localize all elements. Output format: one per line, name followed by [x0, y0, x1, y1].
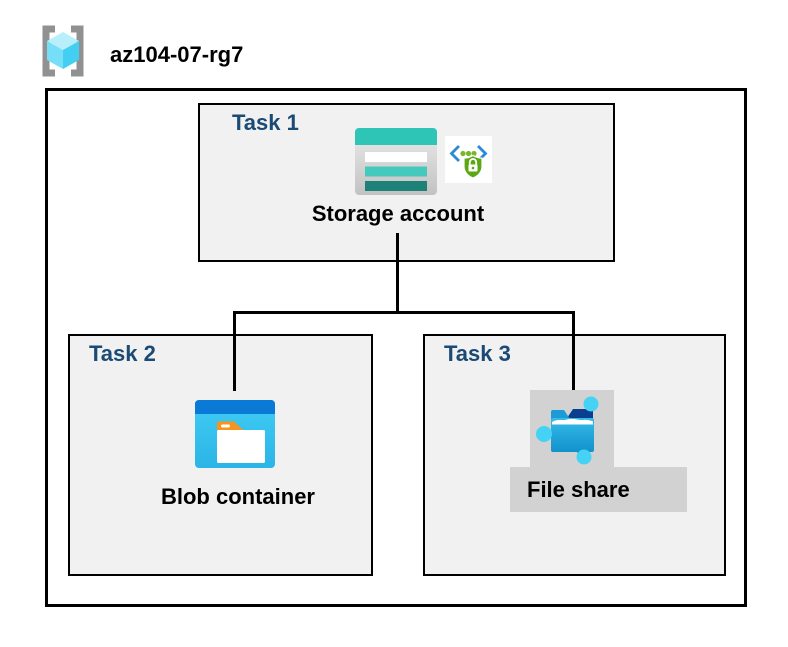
task3-item-label: File share — [510, 467, 687, 512]
connector-storage-down — [396, 233, 399, 313]
task1-label: Task 1 — [232, 110, 299, 135]
task1-item-label: Storage account — [311, 201, 485, 226]
sas-shield-lock-icon — [445, 136, 492, 183]
file-share-icon — [535, 392, 609, 468]
blob-container-icon — [195, 400, 275, 468]
task3-label: Task 3 — [444, 341, 511, 366]
resource-group-icon — [33, 21, 93, 81]
task2-label: Task 2 — [89, 341, 156, 366]
connector-horizontal — [233, 311, 575, 314]
connector-to-blob — [233, 311, 236, 391]
resource-group-name: az104-07-rg7 — [110, 42, 244, 67]
task2-item-label: Blob container — [160, 484, 315, 509]
connector-to-fileshare — [572, 311, 575, 391]
storage-account-icon — [355, 128, 437, 195]
